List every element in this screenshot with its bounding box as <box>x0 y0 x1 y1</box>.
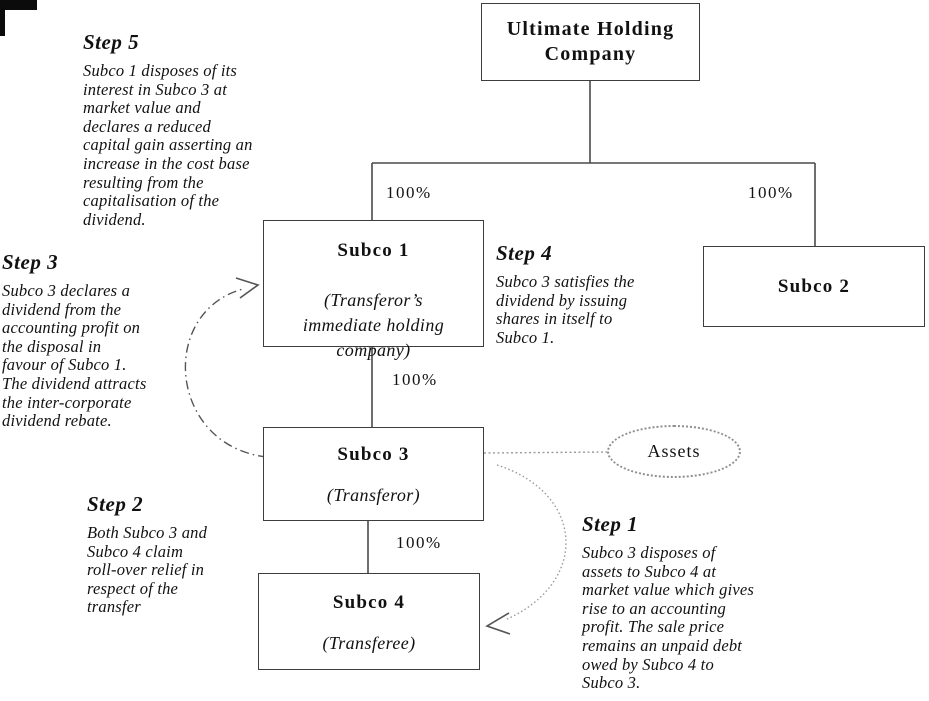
step-2-note: Step 2 Both Subco 3 and Subco 4 claim ro… <box>87 492 292 617</box>
node-title: Subco 3 <box>337 444 410 465</box>
arrow-step1-assets-curve <box>496 464 567 621</box>
assets-label: Assets <box>647 441 701 461</box>
scan-artifact-corner <box>0 0 37 10</box>
step-4-heading: Step 4 <box>496 241 553 265</box>
step-1-heading: Step 1 <box>582 512 639 536</box>
node-title: Subco 2 <box>777 276 851 297</box>
scan-artifact-edge <box>0 9 5 36</box>
ownership-label-subco3: 100% <box>392 370 438 389</box>
step-5-body: Subco 1 disposes of its interest in Subc… <box>83 61 253 229</box>
node-subco2: Subco 2 <box>703 246 925 327</box>
step-5-note: Step 5 Subco 1 disposes of its interest … <box>83 30 333 229</box>
step-2-body: Both Subco 3 and Subco 4 claim roll-over… <box>87 523 208 617</box>
step-3-heading: Step 3 <box>2 250 59 274</box>
step-4-note: Step 4 Subco 3 satisfies the dividend by… <box>496 241 706 347</box>
arrow-step1-arrowhead-icon <box>485 612 511 635</box>
ownership-label-subco4: 100% <box>396 533 442 552</box>
ownership-label-subco2: 100% <box>748 183 794 202</box>
step-1-note: Step 1 Subco 3 disposes of assets to Sub… <box>582 512 832 693</box>
step-2-heading: Step 2 <box>87 492 144 516</box>
connector-subco3-assets-dotted <box>483 451 609 454</box>
step-3-body: Subco 3 declares a dividend from the acc… <box>2 281 147 431</box>
step-1-body: Subco 3 disposes of assets to Subco 4 at… <box>582 543 755 693</box>
node-title: Ultimate Holding Company <box>506 18 675 65</box>
node-subtitle: (Transferor’s immediate holding company) <box>302 290 445 360</box>
step-3-note: Step 3 Subco 3 declares a dividend from … <box>2 250 202 431</box>
ownership-label-subco1: 100% <box>386 183 432 202</box>
node-ultimate-holding-company: Ultimate Holding Company <box>481 3 700 81</box>
node-title: Subco 4 <box>332 592 406 613</box>
node-subtitle: (Transferee) <box>322 633 416 653</box>
arrow-step3-arrowhead-icon <box>235 277 260 299</box>
node-subco3: Subco 3 (Transferor) <box>263 427 484 521</box>
step-4-body: Subco 3 satisfies the dividend by issuin… <box>496 272 635 347</box>
node-subtitle: (Transferor) <box>326 485 421 505</box>
step-5-heading: Step 5 <box>83 30 140 54</box>
node-title: Subco 1 <box>337 240 410 261</box>
node-subco4: Subco 4 (Transferee) <box>258 573 480 670</box>
node-subco1: Subco 1 (Transferor’s immediate holding … <box>263 220 484 360</box>
node-assets-ellipse: Assets <box>607 425 741 478</box>
